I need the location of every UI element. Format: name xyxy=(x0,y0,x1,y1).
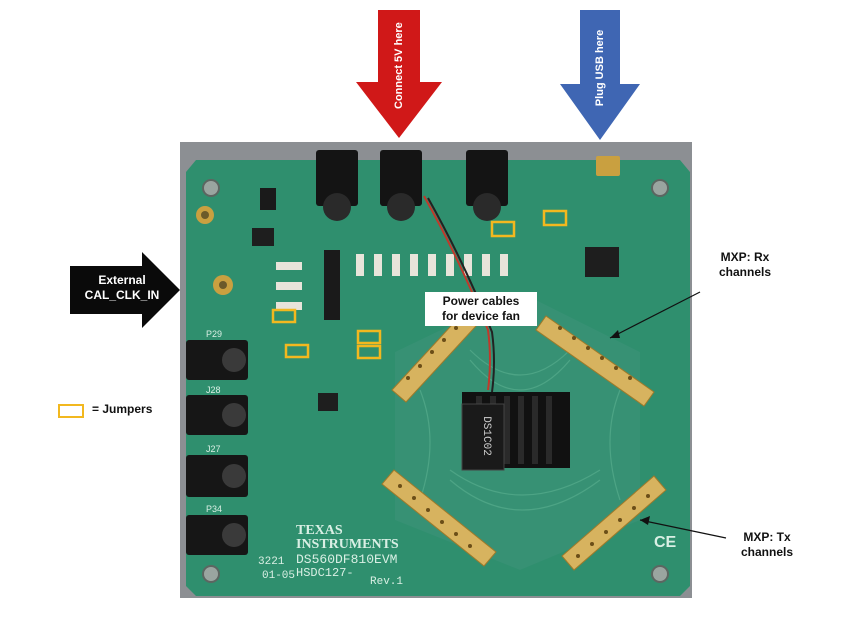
silk-p34: P34 xyxy=(206,504,223,514)
heatsink-marking: DS1C02 xyxy=(479,416,492,456)
board-part: HSDC127- xyxy=(296,566,354,580)
silk-j27: J27 xyxy=(206,444,221,454)
board-brand: TEXAS INSTRUMENTS xyxy=(296,524,399,552)
jumper-legend-label: = Jumpers xyxy=(92,402,153,416)
board-rev: Rev.1 xyxy=(370,576,404,588)
silk-p29: P29 xyxy=(206,329,223,339)
external-clk-label: External CAL_CLK_IN xyxy=(84,273,160,302)
silk-j28: J28 xyxy=(206,385,221,395)
board-model: DS560DF810EVM xyxy=(296,552,398,567)
plug-usb-label: Plug USB here xyxy=(594,29,606,107)
date-code-1: 3221 xyxy=(258,556,285,568)
ce-mark: CE xyxy=(654,534,677,551)
brand-line-1: TEXAS xyxy=(296,523,343,538)
mxp-tx-label: MXP: Tx channels xyxy=(740,530,794,559)
date-code-2: 01-05 xyxy=(262,570,296,582)
power-cables-callout: Power cables for device fan xyxy=(425,292,537,326)
arrow-right-black-icon xyxy=(70,252,180,328)
arrow-down-red-icon xyxy=(356,10,442,138)
arrow-down-blue-icon xyxy=(560,10,640,140)
brand-line-2: INSTRUMENTS xyxy=(296,537,399,552)
connect-5v-label: Connect 5V here xyxy=(393,22,405,109)
mxp-rx-label: MXP: Rx channels xyxy=(718,250,772,279)
jumper-legend-swatch xyxy=(58,404,84,418)
